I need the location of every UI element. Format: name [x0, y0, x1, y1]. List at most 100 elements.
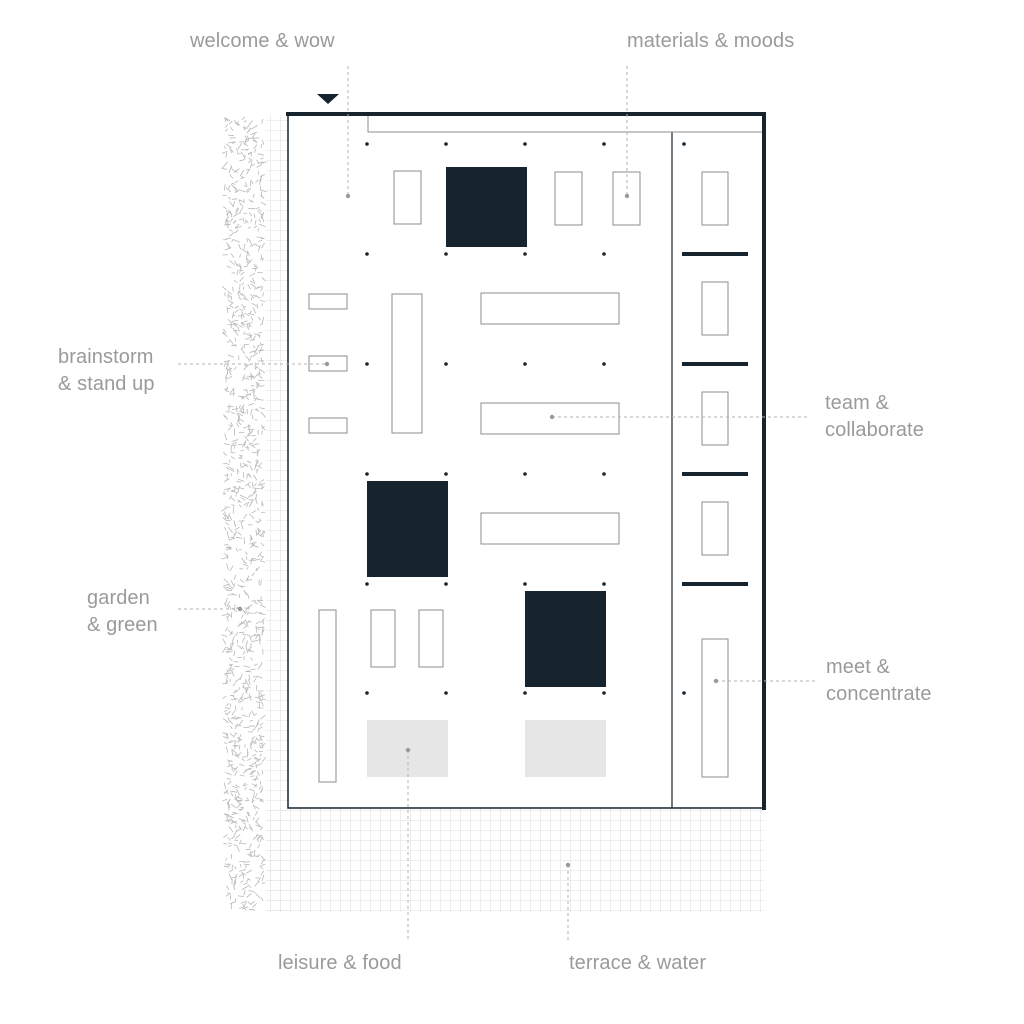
- garden-texture-mark: [241, 396, 245, 400]
- garden-texture-mark: [253, 713, 258, 716]
- column-dot: [682, 142, 686, 146]
- leader-dot-team: [549, 414, 555, 420]
- garden-texture-mark: [253, 474, 258, 481]
- garden-texture-mark: [247, 604, 253, 609]
- garden-texture-mark: [239, 419, 245, 422]
- garden-texture-mark: [239, 174, 244, 179]
- garden-texture-mark: [228, 826, 234, 833]
- garden-texture-mark: [244, 678, 247, 683]
- garden-texture-mark: [243, 623, 249, 628]
- garden-texture-mark: [226, 615, 230, 618]
- garden-texture-mark: [239, 283, 241, 291]
- garden-texture-mark: [230, 344, 237, 347]
- garden-texture-mark: [223, 578, 229, 584]
- garden-texture-mark: [231, 767, 237, 770]
- garden-texture-mark: [261, 486, 265, 490]
- garden-texture-mark: [233, 882, 237, 886]
- garden-texture-mark: [260, 787, 264, 793]
- column-dot: [444, 252, 448, 256]
- garden-texture-mark: [238, 719, 244, 726]
- building-outline: [287, 115, 764, 809]
- garden-texture-mark: [228, 424, 234, 427]
- garden-texture-mark: [247, 284, 251, 290]
- garden-texture-mark: [224, 433, 228, 441]
- garden-texture-mark: [233, 214, 238, 217]
- top-inner-ledge: [367, 116, 762, 133]
- garden-texture-mark: [252, 443, 260, 446]
- garden-texture-mark: [224, 145, 226, 150]
- label-team-line2: collaborate: [825, 419, 924, 441]
- garden-texture-mark: [248, 788, 255, 792]
- garden-texture-mark: [238, 297, 243, 301]
- leisure-zone-right: [525, 720, 606, 777]
- garden-texture-mark: [251, 388, 255, 391]
- garden-texture-mark: [234, 219, 237, 223]
- garden-texture-mark: [226, 466, 230, 471]
- grid-left-strip: [266, 115, 288, 912]
- garden-texture-mark: [237, 326, 240, 332]
- garden-texture-mark: [260, 864, 266, 867]
- garden-texture-mark: [239, 462, 242, 468]
- garden-texture-mark: [249, 762, 256, 767]
- garden-texture-mark: [255, 761, 257, 769]
- garden-texture-mark: [223, 672, 231, 675]
- column-dot: [365, 142, 369, 146]
- garden-texture-mark: [223, 451, 227, 456]
- garden-texture-mark: [232, 322, 239, 325]
- garden-texture-mark: [235, 207, 240, 214]
- garden-texture-mark: [240, 313, 243, 320]
- garden-texture-mark: [221, 167, 228, 170]
- garden-texture-mark: [237, 152, 242, 155]
- garden-texture-mark: [257, 835, 262, 840]
- garden-texture-mark: [238, 687, 241, 691]
- garden-texture-mark: [238, 808, 244, 811]
- garden-texture-mark: [240, 579, 245, 583]
- garden-texture-mark: [250, 131, 258, 135]
- garden-texture-mark: [234, 229, 239, 234]
- garden-texture-mark: [261, 430, 263, 435]
- garden-texture-mark: [257, 399, 264, 401]
- garden-texture-mark: [251, 125, 258, 130]
- label-brainstorm-line2: & stand up: [58, 373, 155, 395]
- garden-texture-mark: [260, 743, 266, 749]
- garden-texture-mark: [257, 227, 260, 232]
- garden-texture-mark: [245, 137, 253, 141]
- garden-texture-mark: [231, 864, 234, 869]
- garden-texture-mark: [227, 629, 232, 634]
- garden-texture-mark: [223, 413, 226, 418]
- garden-texture-mark: [249, 389, 253, 392]
- garden-texture-mark: [242, 756, 247, 758]
- garden-texture-mark: [259, 836, 263, 842]
- garden-texture-mark: [241, 714, 248, 717]
- label-leisure-text: leisure & food: [278, 952, 402, 974]
- garden-texture-mark: [254, 139, 258, 144]
- garden-texture-mark: [239, 408, 244, 414]
- garden-texture-mark: [238, 478, 245, 482]
- garden-texture-mark: [235, 799, 243, 802]
- garden-texture-mark: [258, 638, 261, 645]
- garden-texture-mark: [259, 407, 265, 410]
- garden-texture-mark: [241, 633, 249, 636]
- garden-texture-mark: [251, 541, 257, 544]
- garden-texture-mark: [255, 366, 257, 370]
- garden-texture-mark: [229, 174, 234, 179]
- garden-texture-mark: [245, 646, 248, 650]
- garden-texture-mark: [247, 259, 253, 264]
- label-garden-line2: & green: [87, 614, 158, 636]
- material-panel-3: [612, 171, 641, 226]
- garden-texture-mark: [228, 537, 235, 541]
- garden-texture-mark: [247, 226, 251, 229]
- garden-texture-mark: [245, 640, 249, 648]
- garden-texture-mark: [244, 786, 247, 790]
- garden-texture-mark: [224, 527, 227, 531]
- garden-texture-mark: [227, 324, 234, 326]
- garden-texture-mark: [251, 510, 256, 514]
- garden-texture-mark: [234, 874, 238, 877]
- garden-texture-mark: [243, 882, 248, 885]
- garden-texture-mark: [247, 430, 254, 435]
- garden-texture-mark: [260, 479, 265, 482]
- garden-texture-mark: [240, 404, 245, 410]
- garden-texture-mark: [250, 218, 253, 223]
- column-dot: [444, 472, 448, 476]
- garden-texture-mark: [233, 844, 237, 846]
